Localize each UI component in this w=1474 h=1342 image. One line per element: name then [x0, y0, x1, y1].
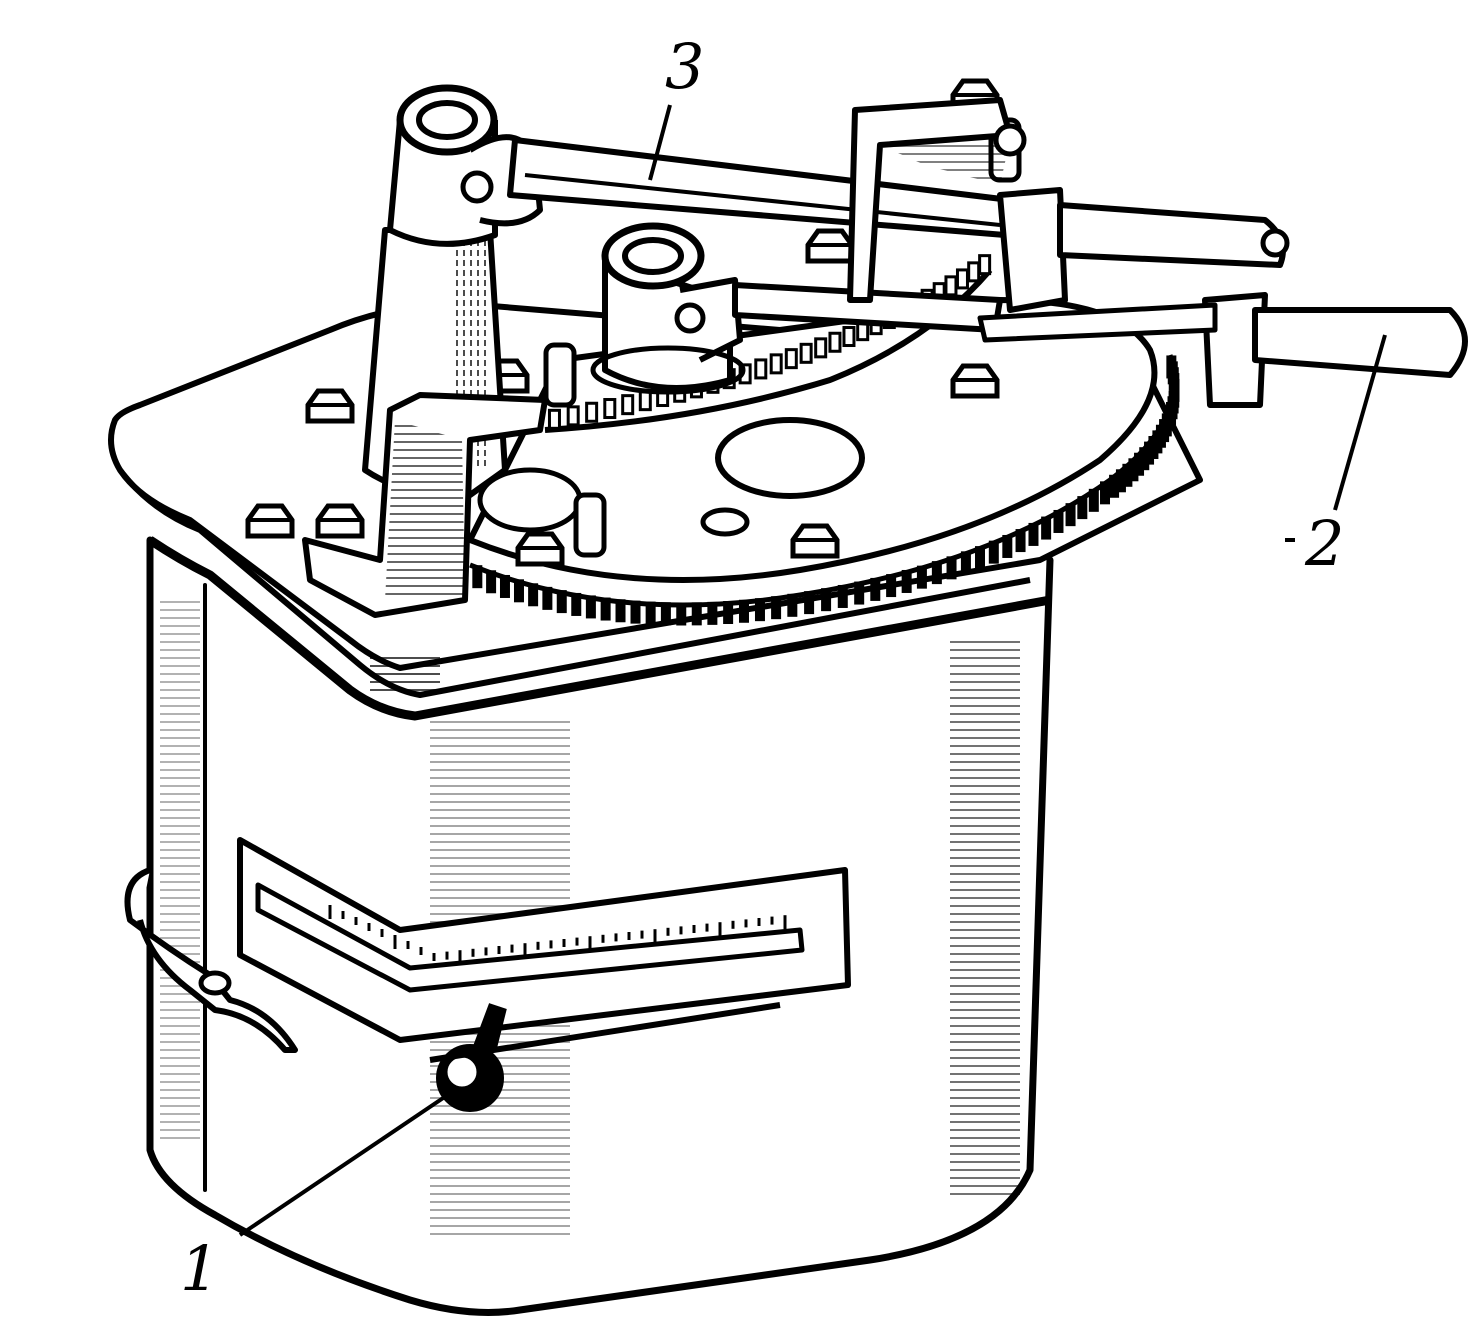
inner-gear-tooth	[955, 268, 969, 290]
gear-tooth	[1041, 516, 1052, 540]
gear-tooth	[1053, 509, 1064, 533]
gear-tooth	[1028, 522, 1039, 546]
gear-tooth	[1002, 534, 1013, 558]
gear-tooth	[571, 592, 582, 616]
gear-tooth	[707, 601, 718, 625]
gear-tooth	[804, 591, 815, 615]
gear-tooth	[975, 546, 986, 570]
bolt-icon	[245, 503, 295, 539]
gear-tooth	[486, 570, 497, 594]
gear-tooth	[513, 579, 524, 603]
inner-gear-tooth	[814, 337, 828, 359]
callout-labels: 1 2 3	[180, 30, 1344, 1305]
gear-tooth	[585, 595, 596, 619]
stud-icon	[573, 492, 607, 558]
frame-bracket-right	[847, 97, 1013, 303]
inner-gear-tooth	[784, 348, 798, 370]
inner-gear-tooth	[603, 398, 617, 420]
gear-tooth	[1100, 481, 1111, 505]
inner-gear-tooth	[978, 254, 992, 276]
gear-tooth	[676, 602, 687, 626]
bracket-front	[302, 392, 548, 618]
gear-tooth	[723, 601, 734, 625]
gear-tooth	[691, 602, 702, 626]
callout-1: 1	[180, 1232, 219, 1305]
gear-tooth	[528, 583, 539, 607]
pivot-post-center	[590, 222, 746, 395]
gear-tooth	[1015, 529, 1026, 553]
bolt-icon	[515, 531, 565, 567]
gear-tooth	[1077, 496, 1088, 520]
inner-gear-tooth	[944, 275, 958, 297]
inner-gear-tooth	[638, 390, 652, 412]
gear-tooth	[600, 597, 611, 621]
gear-tooth	[901, 569, 912, 593]
gear-tooth	[886, 574, 897, 598]
stud-icon	[543, 342, 577, 408]
gear-tooth	[916, 565, 927, 589]
gear-tooth	[645, 601, 656, 625]
gear-tooth	[542, 586, 553, 610]
inner-gear-tooth	[967, 261, 981, 283]
gear-tooth	[854, 581, 865, 605]
gear-tooth	[1166, 355, 1177, 379]
gear-teeth	[472, 355, 1180, 626]
callout-3: 3	[665, 30, 704, 103]
gear-tooth	[1065, 503, 1076, 527]
bolt-icon	[305, 388, 355, 424]
gear-tooth	[738, 599, 749, 623]
handle-grip	[1252, 307, 1468, 378]
gear-hub	[715, 417, 865, 499]
gear-tooth	[1088, 488, 1099, 512]
gear-tooth	[499, 574, 510, 598]
gear-tooth	[660, 602, 671, 626]
inner-gear-tooth	[828, 331, 842, 353]
handle-assembly	[977, 123, 1468, 408]
side-latch	[124, 867, 298, 1053]
gear-tooth	[960, 551, 971, 575]
inner-gear-tooth	[769, 353, 783, 375]
gear-tooth	[837, 584, 848, 608]
inner-gear-tooth	[842, 326, 856, 348]
scale-plate	[237, 837, 851, 1043]
inner-gear-tooth	[585, 401, 599, 423]
bolt-icon	[315, 503, 365, 539]
inner-gear-tooth	[566, 405, 580, 427]
gear-tooth	[821, 588, 832, 612]
gear-tooth	[946, 556, 957, 580]
pointer-knob	[429, 1002, 781, 1112]
bolt-icon	[950, 363, 1000, 399]
gear-tooth	[754, 598, 765, 622]
gear-tooth	[787, 593, 798, 617]
gear-tooth	[870, 577, 881, 601]
inner-gear-tooth	[547, 408, 561, 430]
bolt-icon	[790, 523, 840, 559]
inner-gear-tooth	[799, 342, 813, 364]
gear-tooth	[556, 590, 567, 614]
gear-tooth	[931, 561, 942, 585]
callout-2: 2	[1304, 507, 1344, 580]
gear-tooth	[615, 599, 626, 623]
gear-tooth	[771, 596, 782, 620]
inner-gear-tooth	[754, 358, 768, 380]
leader-lines	[238, 104, 1387, 1237]
inner-gear-tooth	[621, 394, 635, 416]
hub-hole	[700, 507, 750, 537]
bolt-icon	[805, 228, 855, 264]
scale-ticks	[328, 905, 787, 965]
gear-tooth	[472, 565, 483, 589]
gear-tooth	[630, 600, 641, 624]
gear-tooth	[988, 540, 999, 564]
